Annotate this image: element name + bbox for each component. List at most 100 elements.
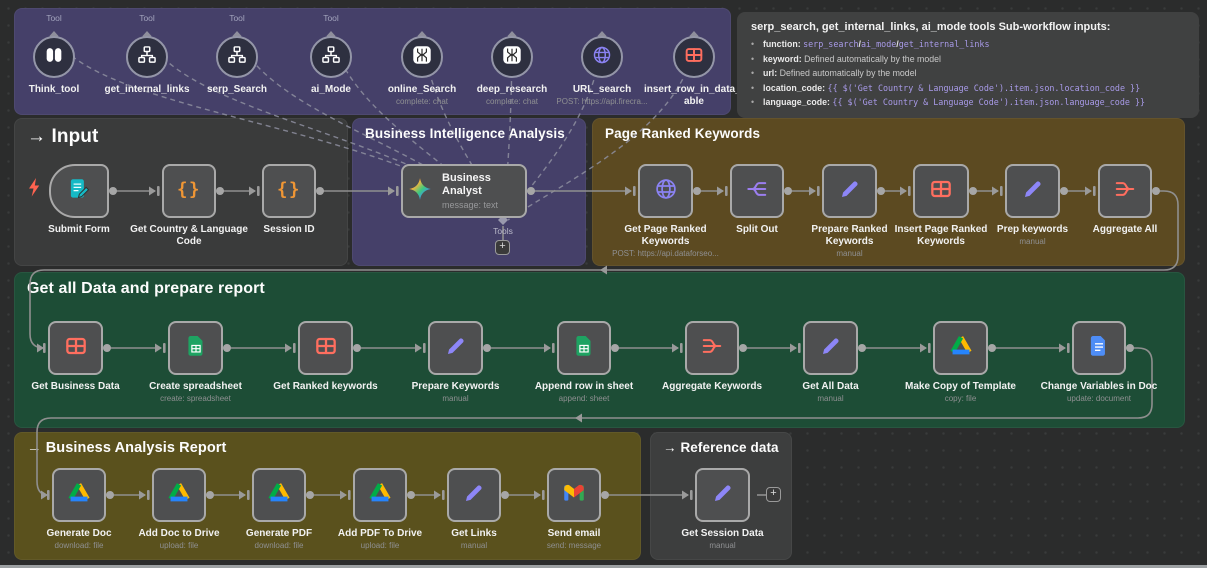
- tool-port-label: Tool: [323, 13, 339, 23]
- arrow-icon: [900, 186, 907, 196]
- make-copy-sub: copy: file: [944, 393, 977, 403]
- pencil-icon: [1020, 176, 1046, 207]
- generate-doc-node[interactable]: [52, 468, 106, 522]
- ai-mode-node[interactable]: [310, 36, 352, 78]
- change-variables-sub: update: document: [1066, 393, 1132, 403]
- section-title-ref: → Reference data: [663, 440, 779, 455]
- get-ranked-keywords-node[interactable]: [298, 321, 353, 375]
- split-out-node[interactable]: [730, 164, 784, 218]
- aggregate-all-label: Aggregate All: [1092, 224, 1158, 235]
- get-all-data-sub: manual: [817, 393, 844, 403]
- drive-icon: [166, 480, 192, 511]
- input-port: [257, 186, 260, 196]
- section-title-report: Get all Data and prepare report: [27, 280, 265, 297]
- think-tool-node[interactable]: [33, 36, 75, 78]
- make-copy-node[interactable]: [933, 321, 988, 375]
- add-node-button[interactable]: +: [766, 487, 781, 502]
- create-spreadsheet-node[interactable]: [168, 321, 223, 375]
- sheets-icon: [571, 333, 597, 364]
- send-email-node[interactable]: [547, 468, 601, 522]
- input-port: [798, 343, 801, 353]
- deep-research-node[interactable]: [491, 36, 533, 78]
- window-edge: [0, 565, 1207, 568]
- arrow-icon: [37, 343, 44, 353]
- url-search-node[interactable]: [581, 36, 623, 78]
- aggregate-keywords-node[interactable]: [685, 321, 739, 375]
- input-port: [442, 490, 445, 500]
- insert-row-node[interactable]: [673, 36, 715, 78]
- get-internal-links-node[interactable]: [126, 36, 168, 78]
- input-port: [348, 490, 351, 500]
- input-port: [1067, 343, 1070, 353]
- send-email-sub: send: message: [546, 540, 602, 550]
- output-port: [611, 344, 619, 352]
- input-port: [633, 186, 636, 196]
- submit-form-node[interactable]: [49, 164, 109, 218]
- output-port: [1126, 344, 1134, 352]
- output-port: [103, 344, 111, 352]
- append-row-node[interactable]: [557, 321, 611, 375]
- arrow-icon: [809, 186, 816, 196]
- pencil-icon: [461, 480, 487, 511]
- sitemap-icon: [136, 44, 158, 71]
- add-doc-node[interactable]: [152, 468, 206, 522]
- online-search-node[interactable]: [401, 36, 443, 78]
- get-business-data-label: Get Business Data: [31, 381, 120, 392]
- generate-pdf-node[interactable]: [252, 468, 306, 522]
- connection: [29, 190, 1179, 349]
- globe-icon: [653, 176, 679, 207]
- add-pdf-node[interactable]: [353, 468, 407, 522]
- add-pdf-sub: upload: file: [360, 540, 400, 550]
- add-node-button[interactable]: +: [495, 240, 510, 255]
- prepare-ranked-node[interactable]: [822, 164, 877, 218]
- arrow-icon: [149, 186, 156, 196]
- arrow-icon: [672, 343, 679, 353]
- prep-keywords-node[interactable]: [1005, 164, 1060, 218]
- input-port: [147, 490, 150, 500]
- change-variables-node[interactable]: [1072, 321, 1126, 375]
- generate-pdf-sub: download: file: [254, 540, 304, 550]
- input-port: [928, 343, 931, 353]
- table-icon: [313, 333, 339, 364]
- agent-title: Business Analyst: [442, 171, 491, 197]
- arrow-icon: [544, 343, 551, 353]
- note-bullet: •function: serp_search / ai_mode / get_i…: [751, 39, 990, 49]
- input-port: [247, 490, 250, 500]
- drive-icon: [66, 480, 92, 511]
- gprk-node[interactable]: [638, 164, 693, 218]
- section-title-bar: → Business Analysis Report: [27, 440, 227, 456]
- tool-port-label: Tool: [139, 13, 155, 23]
- get-links-sub: manual: [460, 540, 488, 550]
- svg-text:{}: {}: [177, 179, 201, 199]
- sticky-note[interactable]: serp_search, get_internal_links, ai_mode…: [737, 12, 1199, 118]
- pencil-icon: [818, 333, 844, 364]
- prepare-keywords-node[interactable]: [428, 321, 483, 375]
- aggregate-keywords-label: Aggregate Keywords: [661, 381, 763, 392]
- get-country-node[interactable]: {}: [162, 164, 216, 218]
- get-links-node[interactable]: [447, 468, 501, 522]
- brain-icon: [43, 44, 65, 71]
- drive-icon: [948, 333, 974, 364]
- insert-prk-node[interactable]: [913, 164, 969, 218]
- arrow-icon: [1059, 343, 1066, 353]
- serp-search-node[interactable]: [216, 36, 258, 78]
- aggregate-all-node[interactable]: [1098, 164, 1152, 218]
- output-port: [109, 187, 117, 195]
- get-session-node[interactable]: [695, 468, 750, 522]
- get-business-data-node[interactable]: [48, 321, 103, 375]
- session-id-node[interactable]: {}: [262, 164, 316, 218]
- section-title-input: → Input: [27, 126, 99, 147]
- arrow-icon: [575, 413, 582, 423]
- get-all-data-node[interactable]: [803, 321, 858, 375]
- arrow-icon: [920, 343, 927, 353]
